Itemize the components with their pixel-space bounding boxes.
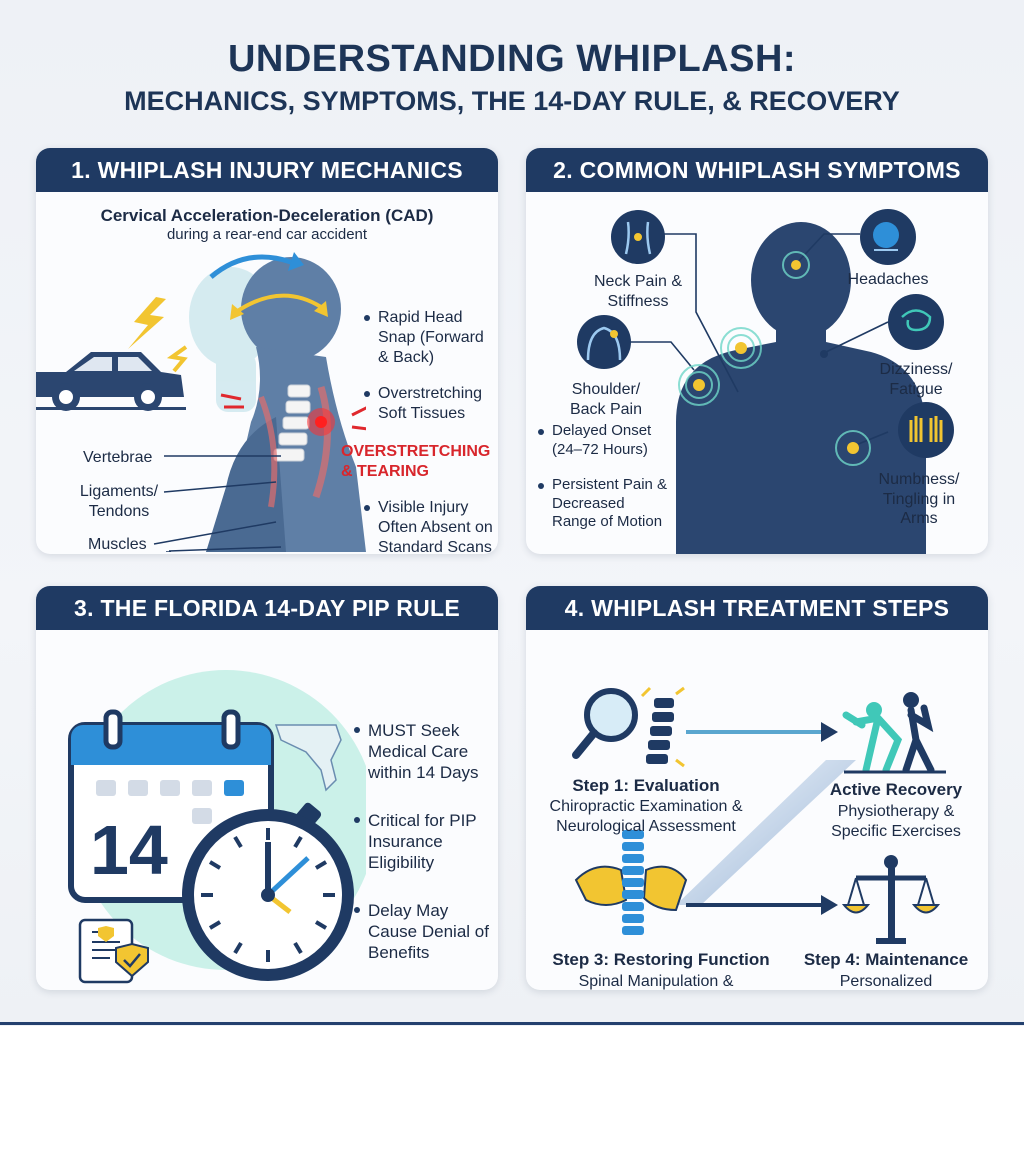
calendar-day-number: 14 — [90, 811, 168, 889]
balance-scale-icon — [841, 855, 941, 944]
step1-desc: Chiropractic Examination & Neurological … — [549, 798, 743, 835]
bullet-delayed-onset: Delayed Onset (24–72 Hours) — [538, 422, 658, 459]
car-icon — [36, 352, 186, 411]
step4-desc: Personalized Recovery Plans — [839, 973, 933, 990]
pain-hotspots — [678, 251, 871, 466]
step1-label: Step 1: Evaluation — [572, 776, 720, 795]
head-icon — [860, 209, 916, 265]
bullet-persistent-pain: Persistent Pain & Decreased Range of Mot… — [538, 476, 668, 532]
page-subtitle: MECHANICS, SYMPTOMS, THE 14-DAY RULE, & … — [124, 86, 900, 116]
neck-icon — [611, 210, 665, 264]
panel-title: 1. WHIPLASH INJURY MECHANICS — [36, 148, 498, 192]
whiplash-illustration — [36, 252, 366, 552]
bullet-visible-injury: Visible Injury Often Absent on Standard … — [364, 498, 494, 554]
insurance-document-icon — [78, 918, 149, 984]
bullet-head-snap: Rapid Head Snap (Forward & Back) — [364, 308, 489, 367]
bullet-overstretching: Overstretching Soft Tissues — [364, 384, 489, 424]
panel-title: 3. THE FLORIDA 14-DAY PIP RULE — [36, 586, 498, 630]
magnifier-icon — [572, 686, 685, 768]
exercise-figures-icon — [842, 692, 946, 774]
label-ligaments: Ligaments/ Tendons — [79, 483, 159, 520]
bullet-pip-eligibility: Critical for PIP Insurance Eligibility — [354, 810, 489, 873]
impact-lightning-icon — [128, 297, 166, 349]
treatment-flow-illustration — [572, 686, 946, 944]
florida-map-icon — [274, 724, 342, 792]
symptom-shoulder-pain: Shoulder/ Back Pain — [569, 381, 643, 418]
panel-title: 4. WHIPLASH TREATMENT STEPS — [526, 586, 988, 630]
label-leader-lines — [153, 455, 281, 545]
page-title: UNDERSTANDING WHIPLASH: — [227, 38, 797, 80]
body-silhouette-illustration — [577, 209, 954, 554]
step4-label: Step 4: Maintenance — [803, 950, 969, 969]
hands-icon — [898, 402, 954, 458]
panel-treatment-steps: 4. WHIPLASH TREATMENT STEPS — [526, 586, 988, 990]
symptom-headaches: Headaches — [847, 271, 929, 288]
step2-desc: Physiotherapy & Specific Exercises — [831, 803, 961, 840]
overstretching-warning: OVERSTRETCHING & TEARING — [341, 443, 491, 480]
shoulder-icon — [577, 315, 631, 369]
bullet-delay-denial: Delay May Cause Denial of Benefits — [354, 900, 489, 963]
symptom-dizziness: Dizziness/ Fatigue — [879, 361, 953, 398]
step3-label: Step 3: Restoring Function — [552, 950, 770, 969]
spine-icon — [258, 384, 331, 508]
label-muscles: Muscles — [88, 536, 147, 553]
cad-heading: Cervical Acceleration-Deceleration (CAD) — [100, 206, 434, 225]
bullet-seek-care: MUST Seek Medical Care within 14 Days — [354, 720, 489, 783]
step2-label: Active Recovery — [829, 780, 963, 799]
stopwatch-icon — [182, 802, 354, 981]
dizziness-icon — [888, 294, 944, 350]
cad-subheading: during a rear-end car accident — [166, 226, 368, 243]
panel-injury-mechanics: 1. WHIPLASH INJURY MECHANICS Cervical Ac… — [36, 148, 498, 554]
panel-title: 2. COMMON WHIPLASH SYMPTOMS — [526, 148, 988, 192]
symptom-numbness: Numbness/ Tingling in Arms — [878, 471, 960, 528]
panel-symptoms: 2. COMMON WHIPLASH SYMPTOMS — [526, 148, 988, 554]
panel-pip-rule: 3. THE FLORIDA 14-DAY PIP RULE — [36, 586, 498, 990]
bottom-divider — [0, 1022, 1024, 1025]
hands-spine-icon — [574, 830, 688, 935]
calendar-clock-illustration — [68, 670, 366, 984]
symptom-neck-pain: Neck Pain & Stiffness — [593, 273, 683, 310]
torso-silhouette — [676, 222, 926, 554]
step3-desc: Spinal Manipulation & Manual Therapy — [578, 973, 734, 990]
label-vertebrae: Vertebrae — [83, 449, 153, 466]
